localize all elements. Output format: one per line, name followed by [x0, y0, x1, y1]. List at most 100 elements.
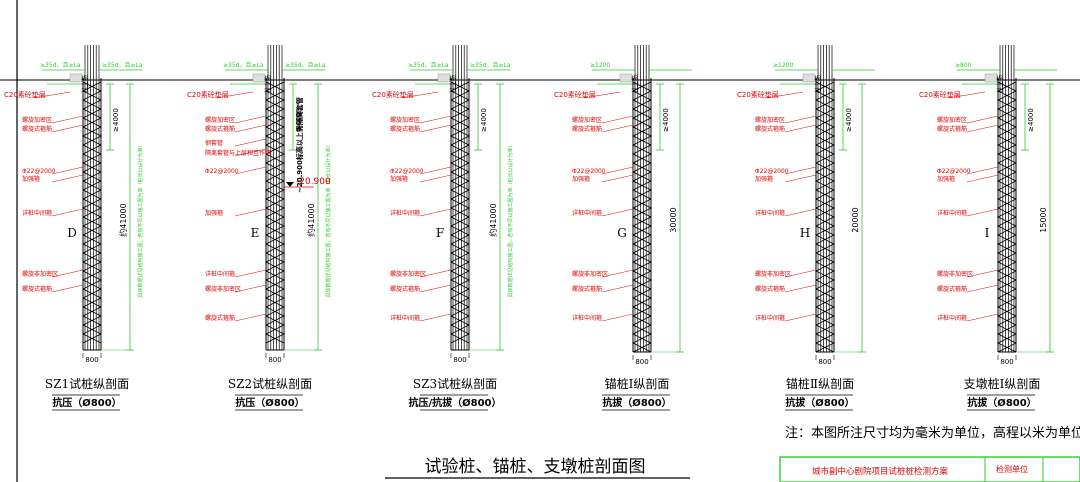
length-dim-text: 约41000 — [118, 203, 128, 236]
rebar-note-label: 详桩中间箍 — [22, 209, 52, 217]
section-subcaption: 抗拔（Ø800） — [785, 396, 854, 409]
rebar-note-label: 螺旋加密区 — [205, 116, 235, 124]
pile-section-1 — [33, 45, 142, 411]
cap-block — [619, 73, 633, 83]
top-rebar-label: 柱主筋 — [996, 75, 1004, 93]
rebar-note-label: 螺旋非加密区 — [390, 270, 426, 278]
rebar-note-leader — [966, 269, 999, 278]
concrete-leader — [33, 91, 71, 99]
top-rebar-label: 柱主筋 — [631, 75, 639, 93]
drawing-title: 试验桩、锚桩、支墩桩剖面图 — [425, 457, 646, 477]
bottom-dim-text: 800 — [453, 356, 466, 364]
bottom-dim-text: 800 — [268, 356, 281, 364]
rebar-note-label: 螺旋式箍筋 — [390, 285, 420, 293]
anchor-label-left: ≥35d，且≥La — [223, 62, 264, 69]
elevation-marker — [286, 182, 294, 187]
length-dim-text: 30000 — [669, 207, 678, 232]
rebar-note-leader — [784, 115, 817, 124]
length-dim-text: 20000 — [851, 207, 860, 232]
rebar-note-label: 详桩中间箍 — [937, 209, 967, 217]
rebar-note-label: 螺旋非加密区 — [572, 270, 608, 278]
rebar-note-leader — [419, 124, 452, 133]
elevation-label: -20.900 — [296, 177, 331, 187]
anchor-label-left: ≥35d，且≥La — [40, 62, 81, 69]
rebar-note-leader — [601, 166, 634, 175]
section-letter: H — [800, 226, 810, 240]
rebar-note-label: 螺旋加密区 — [390, 116, 420, 124]
top-rebar-label: 柱主筋 — [814, 75, 822, 93]
cap-block — [252, 73, 266, 83]
rebar-note-leader — [601, 208, 634, 217]
rebar-note-label: Φ22@2000 — [390, 168, 424, 175]
concrete-leader — [766, 91, 804, 99]
rebar-note-label: 详桩中间箍 — [572, 314, 602, 322]
rebar-note-leader — [966, 115, 999, 124]
pile-spiral-hoop — [632, 81, 652, 353]
rebar-note-leader — [51, 174, 84, 183]
section-subcaption: 抗拔（Ø800） — [602, 396, 671, 409]
top-rebar-label: 柱主筋 — [449, 75, 457, 93]
rebar-note-label: Φ22@2000 — [205, 168, 239, 175]
side-note: 具体数据详见结构施工图，若有不同以施工图为准（桩长以设计为准） — [325, 142, 332, 297]
pile-spiral-hoop — [265, 81, 285, 344]
rebar-note-label: 加强箍 — [572, 175, 590, 183]
rebar-note-leader — [234, 284, 267, 293]
section-subcaption: 抗拔（Ø800） — [967, 396, 1036, 409]
top-dim-text: ≥4000 — [480, 108, 488, 132]
section-caption: 锚桩Ⅰ纵剖面 — [605, 376, 670, 391]
rebar-note-label: 加强箍 — [390, 175, 408, 183]
rebar-note-leader — [51, 208, 84, 217]
top-dim-text: ≥4000 — [112, 108, 120, 132]
section-letter: D — [67, 226, 77, 240]
rebar-note-leader — [784, 208, 817, 217]
rebar-note-leader — [601, 124, 634, 133]
section-caption: SZ3试桩纵剖面 — [413, 376, 497, 391]
rebar-note-leader — [419, 284, 452, 293]
rebar-note-label: 详桩中间箍 — [755, 209, 785, 217]
bottom-dim-text: 800 — [85, 356, 98, 364]
rebar-note-label: 详桩中间箍 — [390, 314, 420, 322]
drawing-note: 注：本图所注尺寸均为毫米为单位，高程以米为单位。 — [785, 425, 1080, 441]
title-block-unit-label: 检测单位 — [996, 464, 1028, 474]
section-letter: G — [617, 226, 627, 240]
rebar-note-label: 螺旋加密区 — [755, 116, 785, 124]
rebar-note-leader — [234, 115, 267, 124]
section-letter: F — [436, 226, 444, 240]
rebar-note-leader — [601, 269, 634, 278]
rebar-note-leader — [966, 174, 999, 183]
rebar-note-label: 隔离套管与上层相互作用 — [205, 149, 271, 157]
rebar-note-leader — [234, 138, 267, 147]
top-dim-text: ≥4000 — [662, 108, 670, 132]
rebar-note-label: 螺旋式箍筋 — [755, 285, 785, 293]
rebar-note-leader — [51, 166, 84, 175]
top-rebar-label: 柱主筋 — [264, 75, 272, 93]
rebar-note-label: 加强箍 — [755, 175, 773, 183]
rebar-note-leader — [419, 269, 452, 278]
rebar-note-leader — [601, 284, 634, 293]
rebar-note-label: 螺旋式箍筋 — [937, 125, 967, 133]
concrete-leader — [401, 91, 439, 99]
top-dim-text: ≥4000 — [295, 108, 303, 132]
rebar-note-leader — [234, 208, 267, 217]
length-dim-text: 约41000 — [306, 203, 316, 236]
pile-spiral-hoop — [997, 81, 1017, 353]
rebar-note-leader — [784, 124, 817, 133]
rebar-note-label: 螺旋非加密区 — [22, 270, 58, 278]
concrete-leader — [583, 91, 621, 99]
bottom-dim-text: 800 — [635, 358, 648, 366]
rebar-note-leader — [234, 124, 267, 133]
cap-block — [437, 73, 451, 83]
rebar-note-leader — [51, 115, 84, 124]
rebar-note-leader — [784, 313, 817, 322]
rebar-note-leader — [601, 115, 634, 124]
pile-spiral-hoop — [815, 81, 835, 353]
rebar-note-label: 螺旋式箍筋 — [755, 125, 785, 133]
anchor-label-left: ≥1200 — [773, 62, 793, 69]
rebar-note-leader — [234, 313, 267, 322]
section-caption: SZ2试桩纵剖面 — [228, 376, 312, 391]
cap-block — [984, 73, 998, 83]
title-block-frame — [779, 456, 1080, 482]
length-dim-text: 15000 — [1039, 207, 1048, 232]
bottom-dim-text: 800 — [1000, 358, 1013, 366]
